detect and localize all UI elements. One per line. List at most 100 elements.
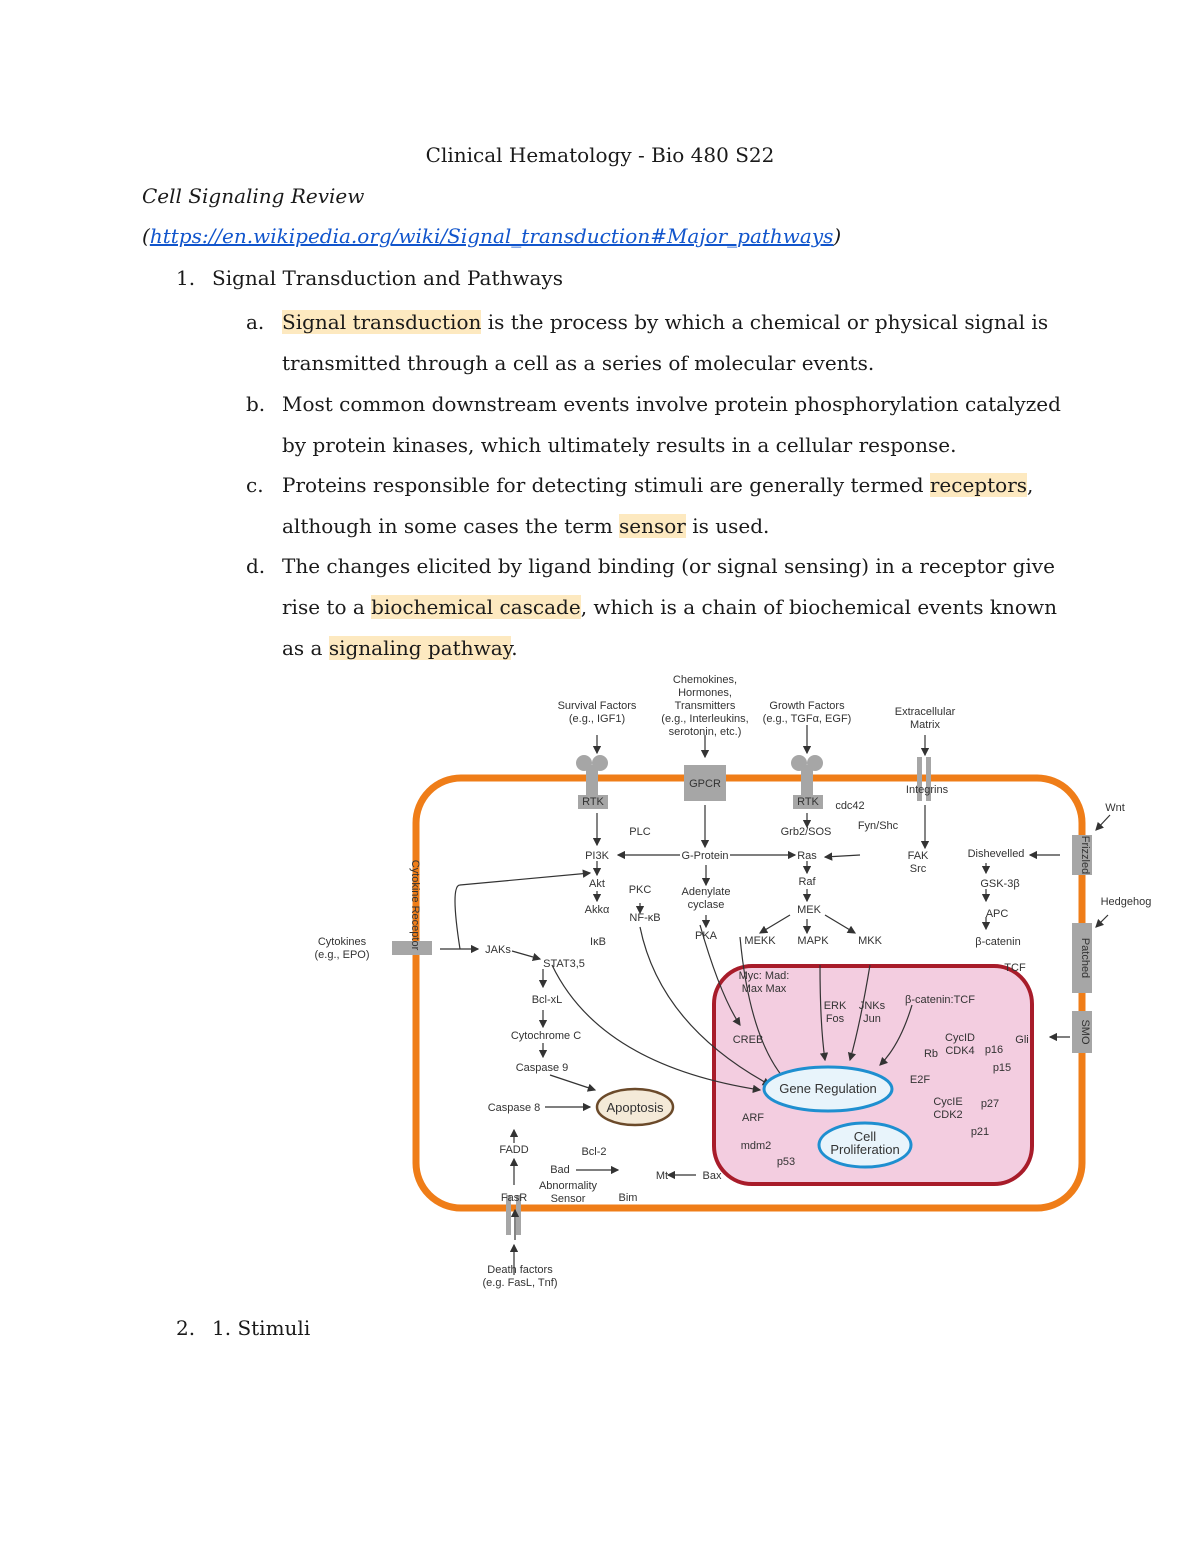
diagram-label-bclxl: Bcl-xL [532, 994, 563, 1006]
highlighted-term: signaling pathway [328, 636, 512, 660]
diagram-label-pkc: PKC [629, 884, 652, 896]
diagram-label-integrins: Integrins [906, 784, 949, 796]
sub-item-label: b. [246, 392, 266, 416]
diagram-label-patched: Patched [1079, 938, 1091, 978]
diagram-label-bad: Bad [550, 1164, 570, 1176]
diagram-label-bcl2: Bcl-2 [581, 1146, 606, 1158]
diagram-label-survival: Survival Factors(e.g., IGF1) [558, 700, 637, 725]
diagram-label-chemokines: Chemokines,Hormones,Transmitters(e.g., I… [661, 674, 748, 738]
sub-item-label: d. [246, 554, 266, 578]
diagram-label-fyn: Fyn/Shc [858, 820, 899, 832]
diagram-label-myc: Myc: Mad:Max Max [739, 970, 790, 995]
diagram-label-creb: CREB [733, 1034, 764, 1046]
diagram-label-pi3k: PI3K [585, 850, 610, 862]
pathway-arrows [440, 725, 1111, 1275]
gene-regulation-node [762, 1065, 894, 1113]
diagram-label-death: Death factors(e.g. FasL, Tnf) [483, 1264, 558, 1289]
diagram-label-stat: STAT3,5 [543, 958, 585, 970]
diagram-label-p27: p27 [981, 1098, 999, 1110]
diagram-label-cdc42: cdc42 [835, 800, 864, 812]
gpcr-receptor [684, 765, 726, 801]
diagram-label-rtk2: RTK [797, 796, 819, 808]
sub-item-text-run: , although in some cases the term [282, 473, 1034, 538]
diagram-label-rtk1: RTK [582, 796, 604, 808]
diagram-label-apoptosis: Apoptosis [606, 1100, 664, 1115]
sub-item-text-run: , which is a chain of biochemical events… [282, 595, 1057, 660]
diagram-label-grb2: Grb2/SOS [781, 826, 832, 838]
diagram-label-gprotein: G-Protein [681, 850, 728, 862]
list-item-2-text: 1. Stimuli [212, 1316, 311, 1340]
sub-item-text: Most common downstream events involve pr… [282, 384, 1072, 466]
diagram-label-p53: p53 [777, 1156, 795, 1168]
diagram-label-p15: p15 [993, 1062, 1011, 1074]
highlighted-term: sensor [619, 514, 686, 538]
list-item-1-text: Signal Transduction and Pathways [212, 266, 563, 290]
diagram-label-nfkb: NF-κB [629, 912, 660, 924]
diagram-label-arf: ARF [742, 1112, 764, 1124]
diagram-label-plc: PLC [629, 826, 650, 838]
diagram-label-bcat: β-catenin [975, 936, 1020, 948]
sub-item-text: Proteins responsible for detecting stimu… [282, 465, 1072, 547]
diagram-label-mt: Mt [656, 1170, 668, 1182]
sub-item-text-run: is used. [685, 514, 770, 538]
diagram-labels: Survival Factors(e.g., IGF1) Chemokines,H… [314, 674, 1151, 1289]
diagram-label-gsk: GSK-3β [980, 878, 1019, 890]
diagram-label-mkk: MKK [858, 935, 883, 947]
diagram-label-p16: p16 [985, 1044, 1003, 1056]
rtk-receptor-left [576, 755, 608, 809]
diagram-label-mdm2: mdm2 [741, 1140, 772, 1152]
document-subtitle: Cell Signaling Review [142, 184, 365, 208]
diagram-label-tcf: TCF [1004, 962, 1026, 974]
highlighted-term: Signal transduction [282, 310, 482, 334]
diagram-label-fasr: FasR [501, 1192, 527, 1204]
diagram-label-mapk: MAPK [797, 935, 829, 947]
diagram-label-akt: Akt [589, 878, 605, 890]
diagram-label-ras: Ras [797, 850, 817, 862]
sub-item-text-run: is the process by which a chemical or ph… [282, 310, 1049, 375]
link-open-paren: ( [142, 224, 150, 248]
diagram-label-ib: IκB [590, 936, 606, 948]
diagram-label-smo: SMO [1079, 1019, 1091, 1045]
diagram-label-casp9: Caspase 9 [516, 1062, 569, 1074]
patched-receptor [1072, 923, 1092, 993]
sub-item-text-run: Most common downstream events involve pr… [282, 392, 1061, 457]
reference-link-line: (https://en.wikipedia.org/wiki/Signal_tr… [142, 224, 841, 248]
link-close-paren: ) [833, 224, 842, 248]
apoptosis-node [595, 1087, 675, 1127]
wikipedia-link[interactable]: https://en.wikipedia.org/wiki/Signal_tra… [149, 224, 834, 248]
sub-item-text-run: The changes elicited by ligand binding (… [282, 554, 1055, 619]
document-title: Clinical Hematology - Bio 480 S22 [425, 143, 775, 167]
diagram-label-akk: Akkα [585, 904, 610, 916]
diagram-label-cytokine_receptor: Cytokine Receptor [409, 860, 421, 951]
highlighted-term: biochemical cascade [371, 595, 581, 619]
sub-item-label: c. [246, 473, 264, 497]
cytokine-receptor [392, 941, 432, 955]
sub-item-text: The changes elicited by ligand binding (… [282, 546, 1072, 669]
sub-item-text: Signal transduction is the process by wh… [282, 302, 1072, 384]
diagram-label-wnt: Wnt [1105, 802, 1125, 814]
list-number-1: 1. [176, 266, 196, 290]
diagram-label-gpcr: GPCR [689, 778, 721, 790]
diagram-label-cytc: Cytochrome C [511, 1030, 581, 1042]
diagram-label-bax: Bax [703, 1170, 722, 1182]
diagram-label-fadd: FADD [499, 1144, 528, 1156]
diagram-label-jaks: JAKs [485, 944, 511, 956]
highlighted-term: receptors [929, 473, 1028, 497]
diagram-label-bcattcf: β-catenin:TCF [905, 994, 975, 1006]
diagram-label-p21: p21 [971, 1126, 989, 1138]
sub-item-text-run: Proteins responsible for detecting stimu… [282, 473, 930, 497]
diagram-label-mek: MEK [797, 904, 822, 916]
smo-receptor [1072, 1011, 1092, 1053]
diagram-label-e2f: E2F [910, 1074, 930, 1086]
diagram-label-gene: Gene Regulation [779, 1081, 877, 1096]
diagram-label-hedgehog: Hedgehog [1101, 896, 1152, 908]
diagram-label-growth: Growth Factors(e.g., TGFα, EGF) [763, 700, 852, 725]
diagram-label-pka: PKA [695, 930, 718, 942]
